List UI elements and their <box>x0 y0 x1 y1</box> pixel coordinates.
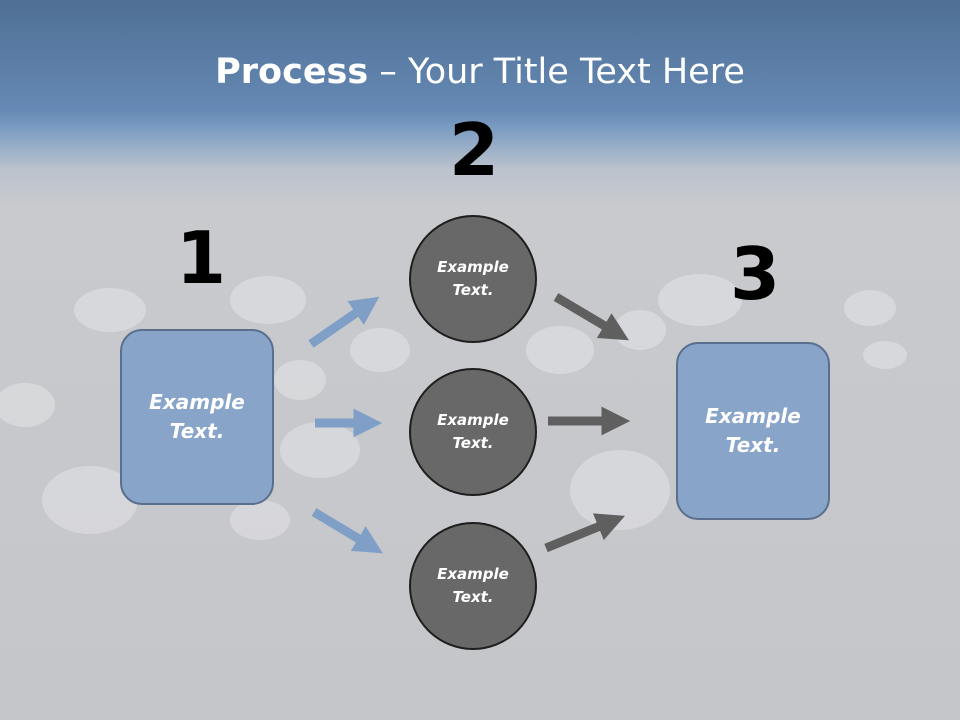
title-bold: Process <box>215 52 369 92</box>
step-number-3: 3 <box>730 232 781 316</box>
circle-top-line2: Text. <box>452 281 494 299</box>
right-box-line2: Text. <box>725 433 781 457</box>
right-box-line1: Example <box>705 404 801 428</box>
title-rest: – Your Title Text Here <box>368 52 745 92</box>
circle-middle-line2: Text. <box>452 434 494 452</box>
circle-bottom-line1: Example <box>437 565 509 583</box>
slide-title: Process – Your Title Text Here <box>0 52 960 92</box>
circle-top-line1: Example <box>437 258 509 276</box>
step-number-1: 1 <box>176 216 227 300</box>
circle-bottom-line2: Text. <box>452 588 494 606</box>
step-number-2: 2 <box>449 108 500 192</box>
left-box-line1: Example <box>149 390 245 414</box>
left-box-line2: Text. <box>169 419 225 443</box>
circle-middle-line1: Example <box>437 411 509 429</box>
